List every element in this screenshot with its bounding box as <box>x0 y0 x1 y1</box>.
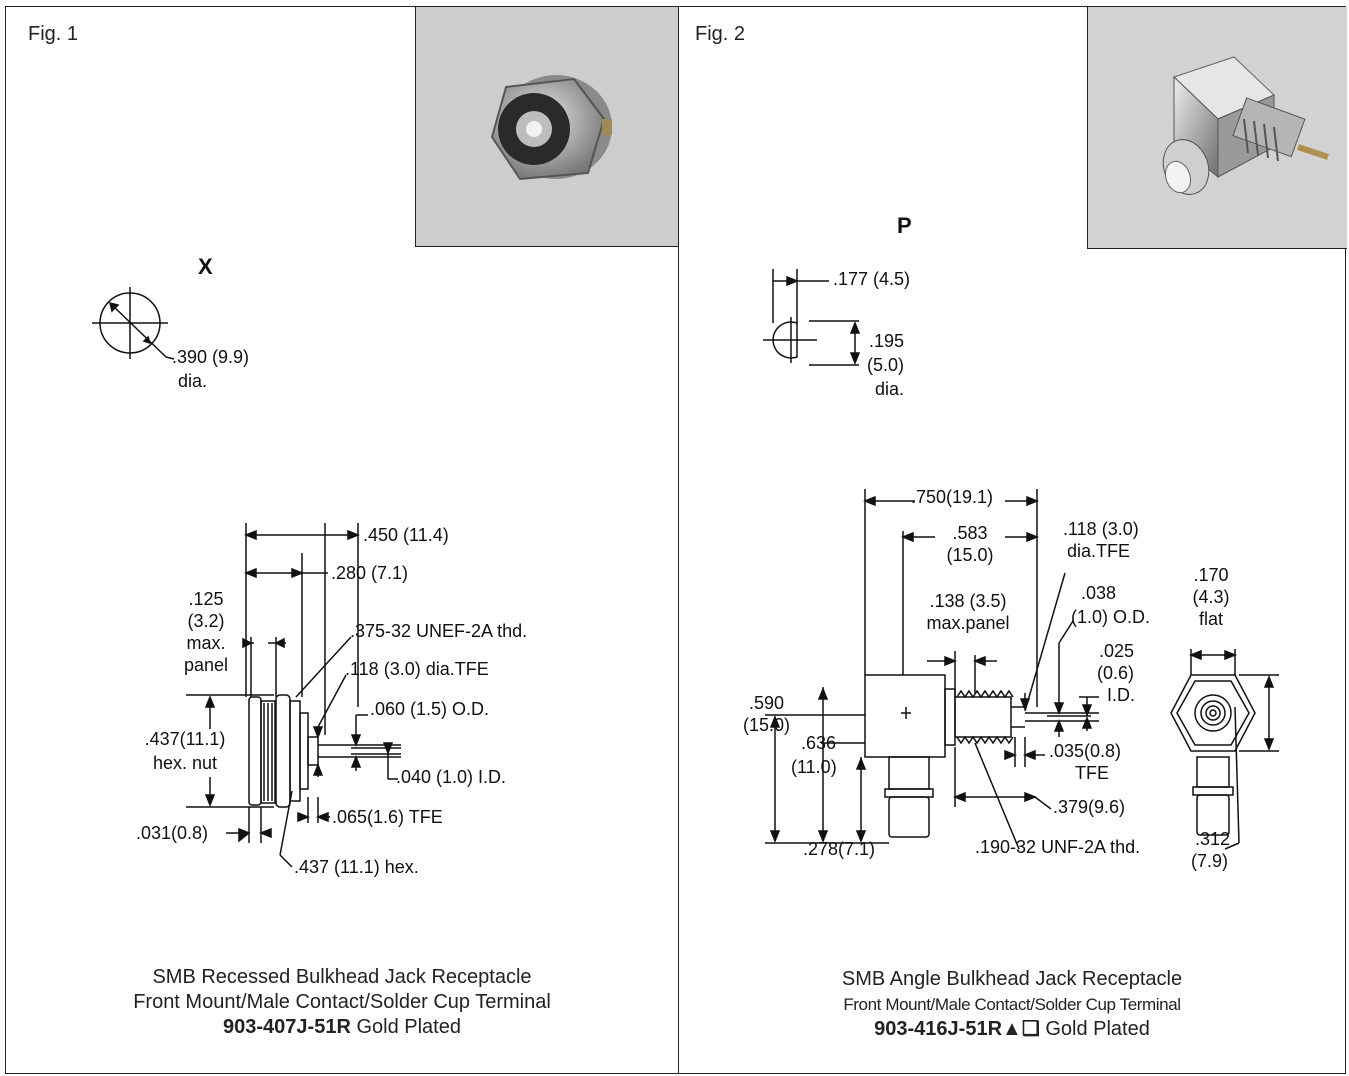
dim-583-2: (15.0) <box>946 545 994 565</box>
plating-1: Gold Plated <box>350 1016 461 1038</box>
dim-cutout-width: .177 (4.5) <box>833 269 911 289</box>
bulkhead-jack-photo-icon <box>416 7 680 246</box>
panel-cutout-letter-x: X <box>198 254 213 279</box>
dim-id-2: (0.6) <box>1097 663 1135 683</box>
cutout-dia-value: .390 (9.9) <box>172 347 250 367</box>
dim-583-1: .583 <box>952 523 988 543</box>
dim-overall-length: .450 (11.4) <box>363 525 449 545</box>
dim-flat-1: .170 <box>1193 565 1229 585</box>
figure-1-panel: Fig. 1 X <box>5 6 680 1075</box>
figure-2-label: Fig. 2 <box>695 23 746 45</box>
dim-thread: .375-32 UNEF-2A thd. <box>350 621 528 641</box>
dim-od-1: .038 <box>1081 583 1117 603</box>
part-number-2: 903-416J-51R▲❑ <box>874 1018 1040 1040</box>
dim-contact-id: .040 (1.0) I.D. <box>396 767 507 787</box>
cutout-dia-unit: dia. <box>178 371 208 391</box>
figure-2-panel: Fig. 2 <box>678 6 1347 1075</box>
dim-tfe-dia-2-2: dia.TFE <box>1067 541 1131 561</box>
dim-overall-length-2: .750(19.1) <box>911 487 994 507</box>
dim-max-panel-2-1: .138 (3.5) <box>929 591 1007 611</box>
caption-2-line3: 903-416J-51R▲❑ Gold Plated <box>679 1017 1345 1042</box>
dim-contact-od: .060 (1.5) O.D. <box>370 699 490 719</box>
dim-590-1: .590 <box>749 693 785 713</box>
dim-od-2: (1.0) O.D. <box>1071 607 1151 627</box>
fig1-dimension-drawing <box>6 7 679 1075</box>
angle-jack-photo-icon <box>1088 7 1347 248</box>
figure-2-caption: SMB Angle Bulkhead Jack Receptacle Front… <box>679 967 1345 1042</box>
dim-312-2: (7.9) <box>1191 851 1229 871</box>
caption-2-line2: Front Mount/Male Contact/Solder Cup Term… <box>843 995 1181 1014</box>
dim-379: .379(9.6) <box>1053 797 1126 817</box>
dim-590-2: (15.0) <box>743 715 791 735</box>
caption-1-line1: SMB Recessed Bulkhead Jack Receptacle <box>152 966 532 988</box>
dim-max-panel-2-2: max.panel <box>926 613 1010 633</box>
plating-2: Gold Plated <box>1039 1018 1150 1040</box>
panel-cutout-letter-p: P <box>897 213 912 238</box>
fig2-dimension-drawing <box>679 7 1347 1075</box>
caption-1-line2: Front Mount/Male Contact/Solder Cup Term… <box>133 991 551 1013</box>
dim-cutout-dia-3: dia. <box>875 379 905 399</box>
dim-cutout-dia-2: (5.0) <box>867 355 905 375</box>
dim-max-panel-1: .125 <box>188 589 224 609</box>
dim-tfe-035-1: .035(0.8) <box>1049 741 1122 761</box>
dim-flange: .031(0.8) <box>136 823 209 843</box>
dim-636-2: (11.0) <box>791 757 837 777</box>
dim-flat-2: (4.3) <box>1192 587 1230 607</box>
dim-length-to-nut: .280 (7.1) <box>331 563 409 583</box>
dim-max-panel-2: (3.2) <box>187 611 225 631</box>
dim-312-1: .312 <box>1195 829 1231 849</box>
dim-flat-3: flat <box>1198 609 1223 629</box>
dim-hex: .437 (11.1) hex. <box>294 857 419 877</box>
dim-thread-2: .190-32 UNF-2A thd. <box>975 837 1141 857</box>
figure-1-caption: SMB Recessed Bulkhead Jack Receptacle Fr… <box>6 965 678 1040</box>
product-photo-angle-jack <box>1087 7 1347 249</box>
dim-tfe-dia: .118 (3.0) dia.TFE <box>345 659 489 679</box>
dim-id-1: .025 <box>1099 641 1135 661</box>
dim-max-panel-3: max. <box>186 633 226 653</box>
dim-max-panel-4: panel <box>183 655 229 675</box>
dim-tfe-035-2: TFE <box>1075 763 1109 783</box>
product-photo-bulkhead-jack <box>415 7 680 247</box>
dim-hex-nut-2: hex. nut <box>152 753 218 773</box>
figure-1-label: Fig. 1 <box>28 23 79 45</box>
dim-id-3: I.D. <box>1107 685 1136 705</box>
part-number-1: 903-407J-51R <box>223 1016 351 1038</box>
caption-1-line3: 903-407J-51R Gold Plated <box>6 1015 678 1040</box>
dim-636-1: .636 <box>801 733 837 753</box>
dim-tfe-dia-2-1: .118 (3.0) <box>1063 519 1139 539</box>
dim-tfe-length: .065(1.6) TFE <box>332 807 443 827</box>
caption-2-line1: SMB Angle Bulkhead Jack Receptacle <box>841 968 1183 990</box>
dim-cutout-dia-1: .195 <box>869 331 905 351</box>
dim-hex-nut-1: .437(11.1) <box>144 729 226 749</box>
dim-278: .278(7.1) <box>803 839 876 859</box>
